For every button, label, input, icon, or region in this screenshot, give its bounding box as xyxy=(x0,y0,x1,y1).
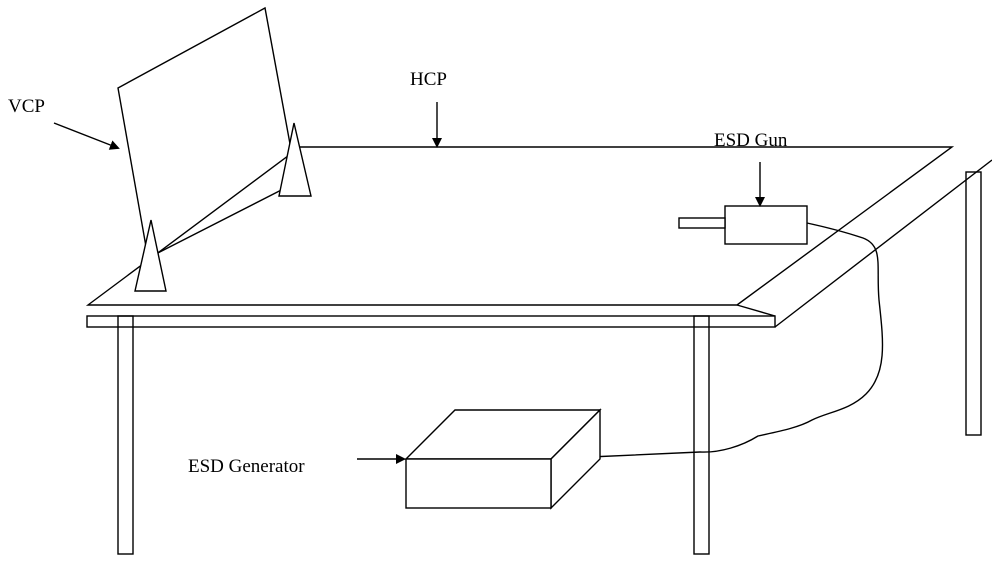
table-leg-front-left xyxy=(117,315,134,555)
vcp-label: VCP xyxy=(8,96,45,117)
table-leg-back-right xyxy=(965,171,982,436)
vcp-arrow xyxy=(53,122,120,150)
vcp-support-front xyxy=(134,219,167,292)
hcp-label: HCP xyxy=(410,69,447,90)
vcp-support-back xyxy=(278,122,312,197)
esd-generator-front xyxy=(405,458,552,509)
esd-gun-label: ESD Gun xyxy=(714,130,788,151)
esd-gun-cable xyxy=(589,222,884,458)
table-top-hcp xyxy=(85,146,955,306)
table-side-edge xyxy=(774,159,992,328)
esd-gun-body xyxy=(724,205,808,245)
table-edge-rail xyxy=(86,315,776,328)
table-top-to-rail xyxy=(736,304,776,317)
esd-gun-tip xyxy=(678,217,726,229)
esd-generator-label: ESD Generator xyxy=(188,456,305,477)
table-leg-front-right xyxy=(693,315,710,555)
vertical-coupling-plane xyxy=(117,6,298,260)
